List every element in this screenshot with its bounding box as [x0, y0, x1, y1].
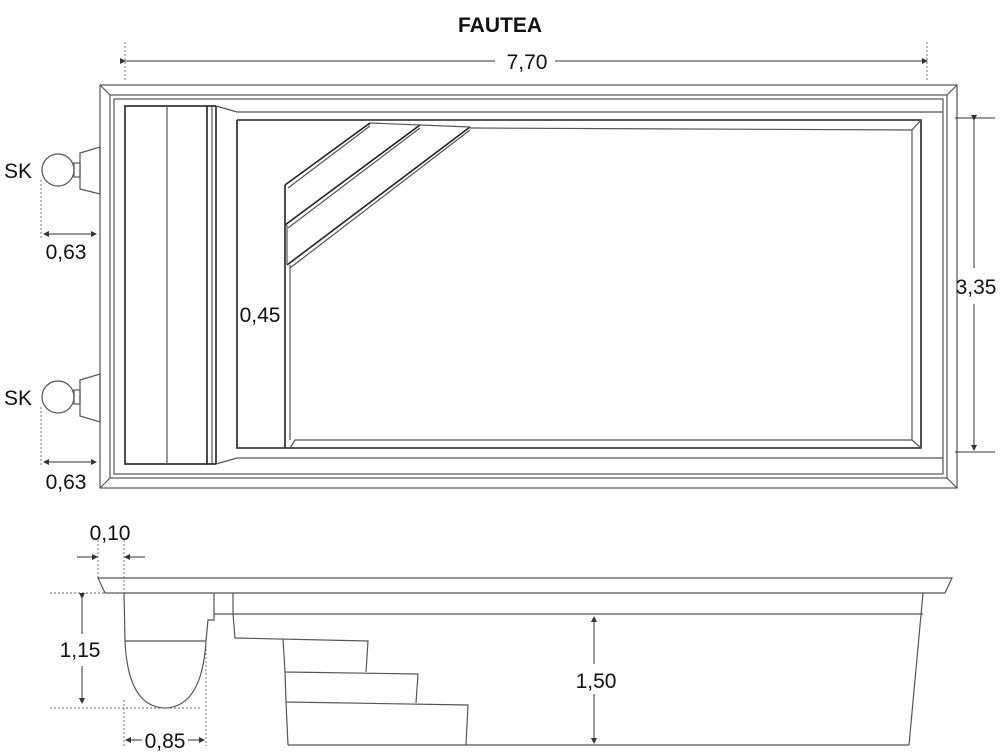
section-steps: [232, 613, 469, 746]
length-label: 7,70: [507, 51, 548, 74]
coping-section: [97, 577, 953, 594]
width-label: 3,35: [956, 276, 997, 299]
entry-platform: [124, 105, 238, 465]
skimmer-offset-label: 0,63: [46, 241, 87, 264]
length-dimension: 7,70: [120, 42, 928, 82]
shallow-section: [123, 592, 215, 709]
coping-overhang-label: 0,10: [90, 522, 131, 545]
bench-width-label: 0,45: [240, 304, 281, 327]
skimmer-1: SK 0,63: [4, 146, 101, 264]
deep-section: [288, 592, 924, 746]
coping-overhang-dimension: 0,10: [77, 522, 145, 593]
shallow-depth-dimension: 1,15: [50, 592, 200, 709]
pool-basin: 0,45: [236, 111, 943, 459]
pool-coping: [99, 84, 958, 489]
skimmer-label: SK: [4, 160, 32, 183]
skimmer-icon: [41, 380, 75, 414]
skimmer-label: SK: [4, 387, 32, 410]
width-dimension: 3,35: [955, 115, 997, 453]
shallow-depth-label: 1,15: [60, 639, 101, 662]
pool-steps: [284, 122, 471, 269]
deep-depth-dimension: 1,50: [576, 616, 617, 744]
skimmer-offset-label: 0,63: [46, 471, 87, 494]
skimmer-icon: [41, 153, 75, 187]
shallow-length-label: 0,85: [145, 730, 186, 753]
diagram-title: FAUTEA: [458, 14, 542, 37]
plan-view: 7,70: [4, 42, 996, 494]
shallow-length-dimension: 0,85: [123, 641, 207, 753]
section-view: 0,10 1,15: [50, 522, 953, 753]
skimmer-2: SK 0,63: [4, 373, 101, 494]
deep-depth-label: 1,50: [576, 670, 617, 693]
